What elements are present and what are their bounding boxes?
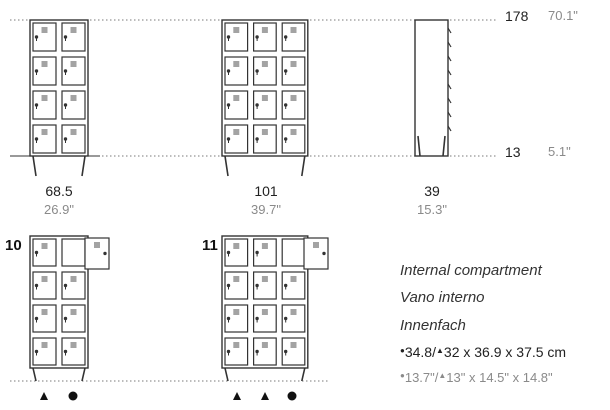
cabinet-leg: [32, 367, 37, 382]
legend-in-b: 13" x 14.5" x 14.8": [446, 370, 553, 385]
triangle-icon: ▲: [435, 346, 444, 355]
triangle-marker: [40, 392, 48, 400]
circle-icon: ●: [400, 371, 405, 380]
locker-door: [281, 337, 306, 366]
locker-door: [32, 22, 57, 52]
open-compartment: [281, 238, 306, 267]
width-1-in: 26.9": [44, 202, 74, 217]
legend-line-de: Innenfach: [400, 317, 466, 334]
width-3-cm: 39: [424, 183, 440, 199]
triangle-marker: [233, 392, 241, 400]
cabinet-leg: [81, 367, 86, 382]
locker-door: [253, 124, 277, 154]
legend-in-a: 13.7"/: [404, 370, 439, 385]
locker-door: [61, 271, 86, 300]
cabinet-leg: [301, 155, 306, 177]
locker-door: [224, 124, 249, 154]
locker-door: [281, 56, 306, 86]
triangle-icon: ▲: [438, 371, 447, 380]
height-total-cm: 178: [505, 8, 529, 24]
locker-door: [224, 90, 249, 120]
locker-door: [32, 271, 57, 300]
hinge-mark: [447, 111, 452, 118]
hinge-mark: [447, 55, 452, 62]
variant-11-label: 11: [202, 237, 218, 254]
locker-door: [224, 337, 249, 366]
locker-door: [32, 304, 57, 333]
circle-marker: [68, 391, 78, 401]
locker-door: [281, 304, 306, 333]
circle-icon: ●: [400, 346, 405, 355]
locker-door: [281, 22, 306, 52]
locker-door: [253, 238, 277, 267]
triangle-marker: [261, 392, 269, 400]
cabinet-leg: [224, 367, 229, 382]
cabinet-leg: [32, 155, 37, 177]
locker-door: [32, 56, 57, 86]
cabinet-leg: [417, 135, 421, 157]
width-3-in: 15.3": [417, 202, 447, 217]
locker-door: [224, 304, 249, 333]
hinge-mark: [447, 83, 452, 90]
variant-10-label: 10: [5, 237, 22, 254]
locker-door: [253, 56, 277, 86]
hinge-mark: [447, 41, 452, 48]
legend-cm-b: 32 x 36.9 x 37.5 cm: [443, 344, 567, 360]
lock-icon: [322, 251, 326, 256]
locker-door: [224, 271, 249, 300]
locker-door: [253, 337, 277, 366]
cabinet-leg: [301, 367, 306, 382]
height-legs-in: 5.1": [548, 144, 571, 159]
cabinet-leg: [442, 135, 446, 157]
locker-door: [281, 271, 306, 300]
locker-door: [253, 304, 277, 333]
locker-door: [281, 124, 306, 154]
open-compartment: [61, 238, 86, 267]
locker-door: [61, 56, 86, 86]
hinge-mark: [447, 69, 452, 76]
locker-door: [32, 238, 57, 267]
legend-line-it: Vano interno: [400, 289, 485, 306]
width-1-cm: 68.5: [45, 183, 73, 199]
locker-units: [10, 19, 452, 401]
locker-door: [32, 124, 57, 154]
hinge-mark: [447, 97, 452, 104]
locker-door: [32, 337, 57, 366]
lock-icon: [103, 251, 107, 256]
locker-door: [61, 124, 86, 154]
legend-dimension-in: ●13.7"/▲13" x 14.5" x 14.8": [400, 371, 553, 384]
legend-dimension-cm: ●34.8/▲32 x 36.9 x 37.5 cm: [400, 345, 566, 359]
locker-door: [253, 22, 277, 52]
locker-door: [253, 271, 277, 300]
legend-line-en: Internal compartment: [400, 262, 542, 279]
locker-door: [281, 90, 306, 120]
locker-door: [32, 90, 57, 120]
height-total-in: 70.1": [548, 8, 578, 23]
locker-door: [253, 90, 277, 120]
width-2-cm: 101: [254, 183, 278, 199]
locker-door: [224, 238, 249, 267]
circle-marker: [287, 391, 297, 401]
locker-door: [61, 90, 86, 120]
hinge-mark: [447, 27, 452, 34]
hinge-mark: [447, 125, 452, 132]
cabinet-side-view: [414, 19, 449, 157]
locker-door: [61, 304, 86, 333]
height-legs-cm: 13: [505, 144, 521, 160]
width-2-in: 39.7": [251, 202, 281, 217]
locker-door: [61, 22, 86, 52]
locker-door: [224, 22, 249, 52]
locker-door: [61, 337, 86, 366]
cabinet-leg: [224, 155, 229, 177]
legend-cm-a: 34.8/: [404, 344, 436, 360]
locker-door: [224, 56, 249, 86]
cabinet-leg: [81, 155, 86, 177]
